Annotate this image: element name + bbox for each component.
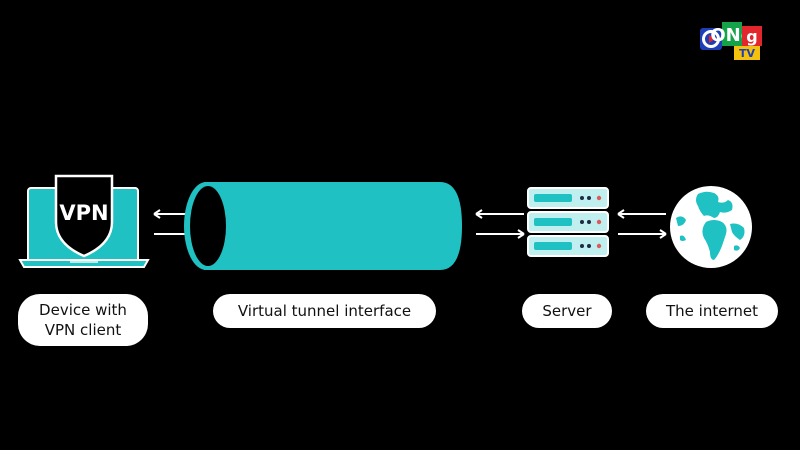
bidirectional-arrows-icon xyxy=(617,209,667,239)
bidirectional-arrows-icon xyxy=(475,209,525,239)
tunnel-icon xyxy=(184,182,462,270)
label-server: Server xyxy=(522,294,612,328)
label-device-line1: Device with xyxy=(39,301,127,319)
label-device-with-vpn-client: Device with VPN client xyxy=(18,294,148,346)
logo-tv: TV xyxy=(739,47,756,60)
ong-tv-logo: ONg g TV xyxy=(700,22,762,60)
laptop-icon: VPN xyxy=(18,174,150,268)
label-virtual-tunnel-interface: Virtual tunnel interface xyxy=(213,294,436,328)
label-the-internet: The internet xyxy=(646,294,778,328)
svg-text:g: g xyxy=(746,27,757,46)
shield-icon xyxy=(54,174,114,258)
server-icon xyxy=(527,187,609,257)
globe-icon xyxy=(670,186,752,268)
label-device-line2: VPN client xyxy=(44,321,122,339)
vpn-badge-text: VPN xyxy=(59,201,108,225)
